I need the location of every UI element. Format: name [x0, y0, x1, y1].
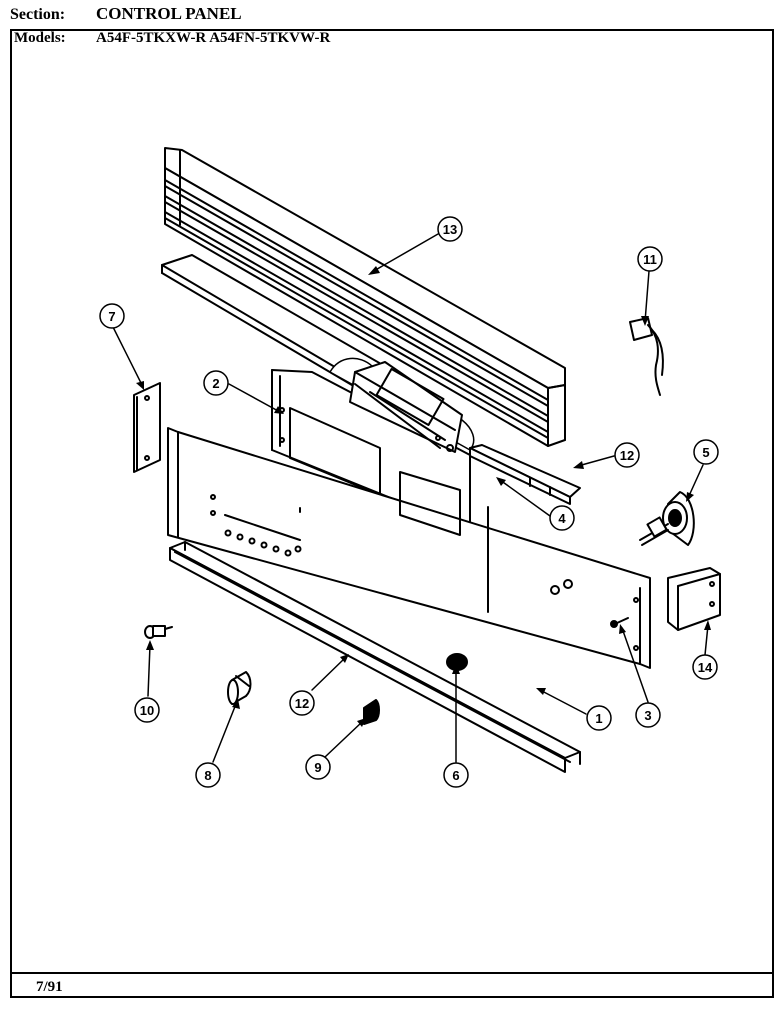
callout-5: 5: [693, 439, 719, 465]
callout-8: 8: [195, 762, 221, 788]
callouts: 1 2 3 4 5 6 7 8 9 10 11 12 12 13 14: [99, 216, 719, 788]
svg-text:13: 13: [443, 222, 457, 237]
callout-12-upper: 12: [614, 442, 640, 468]
callout-14: 14: [692, 654, 718, 680]
svg-text:12: 12: [295, 696, 309, 711]
svg-text:14: 14: [698, 660, 713, 675]
svg-text:4: 4: [558, 511, 566, 526]
callout-10: 10: [134, 697, 160, 723]
top-vent-trim: [164, 147, 566, 447]
footer-divider: [10, 972, 774, 974]
wire-connector: [629, 317, 664, 396]
svg-text:11: 11: [643, 252, 657, 267]
svg-text:9: 9: [314, 760, 321, 775]
grommet: [144, 625, 173, 639]
callout-1: 1: [586, 705, 612, 731]
control-panel-face: [167, 427, 651, 669]
upper-trim-strip: [469, 444, 581, 505]
section-label: Section:: [10, 6, 66, 23]
leader-lines: [112, 233, 711, 763]
callout-12-lower: 12: [289, 690, 315, 716]
svg-text:2: 2: [212, 376, 219, 391]
svg-text:6: 6: [452, 768, 459, 783]
callout-2: 2: [203, 370, 229, 396]
svg-text:1: 1: [595, 711, 602, 726]
callout-7: 7: [99, 303, 125, 329]
svg-text:5: 5: [702, 445, 709, 460]
revision-date: 7/91: [36, 979, 63, 995]
clock-module: [329, 357, 475, 453]
bottom-trim-rail: [169, 541, 581, 773]
side-bracket: [133, 382, 161, 473]
callout-6: 6: [443, 762, 469, 788]
svg-text:3: 3: [644, 708, 651, 723]
svg-text:10: 10: [140, 703, 154, 718]
diagram-frame: [10, 29, 774, 998]
svg-text:12: 12: [620, 448, 634, 463]
callout-13: 13: [437, 216, 463, 242]
small-knob: [363, 699, 380, 725]
callout-9: 9: [305, 754, 331, 780]
models-list: A54F-5TKXW-R A54FN-5TKVW-R: [96, 30, 331, 46]
callout-3: 3: [635, 702, 661, 728]
callout-11: 11: [637, 246, 663, 272]
large-knob: [227, 671, 252, 705]
svg-text:8: 8: [204, 768, 211, 783]
rotary-switch: [639, 491, 695, 546]
svg-text:7: 7: [108, 309, 115, 324]
angle-bracket: [667, 567, 721, 631]
screw: [610, 617, 629, 628]
models-label: Models:: [14, 30, 66, 46]
callout-4: 4: [549, 505, 575, 531]
section-title: CONTROL PANEL: [96, 4, 242, 23]
